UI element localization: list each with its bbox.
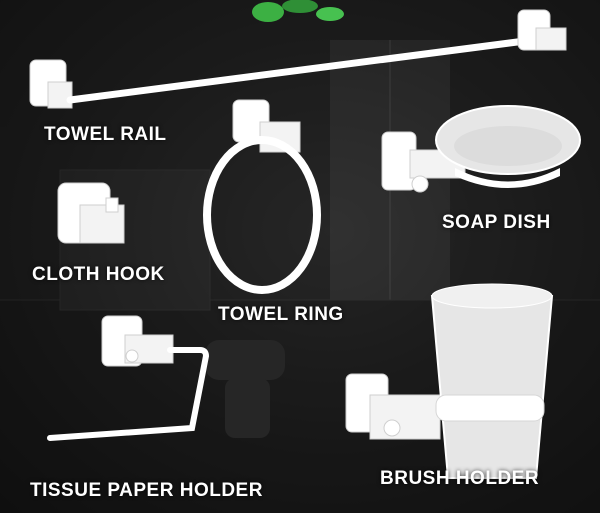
towel-rail-label: TOWEL RAIL xyxy=(44,124,167,145)
tissue-paper-holder-label: TISSUE PAPER HOLDER xyxy=(30,480,263,501)
soap-dish-image xyxy=(381,105,581,193)
brush-holder-label: BRUSH HOLDER xyxy=(380,468,540,489)
plant-decoration xyxy=(252,0,344,22)
brush-holder-image xyxy=(345,283,554,479)
soap-dish-label: SOAP DISH xyxy=(442,212,551,233)
towel-ring-image xyxy=(203,99,321,294)
towel-rail-image xyxy=(29,9,567,109)
towel-ring-label: TOWEL RING xyxy=(218,304,344,325)
cloth-hook-label: CLOTH HOOK xyxy=(32,264,165,285)
toilet-silhouette xyxy=(205,340,285,438)
tissue-holder-image xyxy=(47,315,210,441)
cloth-hook-image xyxy=(57,182,125,244)
